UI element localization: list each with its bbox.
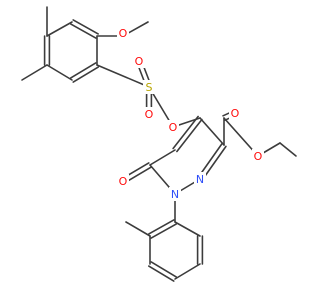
atom-o-methoxy: O: [117, 26, 129, 40]
bond-double-5-b: [69, 62, 97, 79]
bond-single-30: [174, 263, 201, 280]
svg-text:N: N: [171, 188, 179, 201]
svg-text:O: O: [135, 55, 144, 68]
atom-n-ring-2: N: [194, 172, 206, 186]
bond-single-16: [149, 149, 176, 166]
bond-single-20: [199, 117, 225, 146]
bond-single-33: [125, 221, 151, 237]
bond-double-15-b: [176, 118, 203, 153]
bond-double-27-a: [148, 219, 175, 235]
bond-single-2: [46, 21, 73, 37]
bond-double-15-a: [172, 115, 199, 150]
atom-labels: O S O O O O O N: [117, 26, 264, 201]
bond-double-29-a: [147, 265, 175, 282]
bond-double-1-a: [72, 19, 99, 35]
bond-double-29-b: [150, 261, 178, 278]
atom-s-sulfonyl: S: [143, 80, 155, 94]
atom-o-ester: O: [252, 149, 264, 163]
svg-text:O: O: [119, 175, 128, 188]
bond-double-5-a: [72, 66, 100, 83]
bond-double-1-b: [70, 23, 97, 39]
svg-text:O: O: [169, 121, 178, 134]
atom-o-keto: O: [117, 174, 129, 188]
bond-single-7: [21, 64, 48, 81]
svg-text:N: N: [196, 173, 204, 186]
svg-text:S: S: [146, 81, 153, 94]
svg-text:O: O: [145, 108, 154, 121]
atom-n-ring-1: N: [169, 187, 181, 201]
chemical-structure-diagram: O S O O O O O N: [21, 6, 297, 282]
atom-o-ester-carbonyl: O: [229, 106, 241, 120]
bond-single-4: [46, 64, 73, 81]
bond-single-25: [279, 142, 297, 157]
atom-o-sulfonyl-bottom: O: [143, 107, 155, 121]
bond-single-10: [96, 64, 150, 88]
bond-double-27-b: [150, 223, 177, 239]
svg-text:O: O: [231, 107, 240, 120]
bond-single-32: [174, 221, 201, 237]
svg-text:O: O: [254, 150, 263, 163]
bond-lines: [21, 6, 297, 282]
svg-text:O: O: [119, 27, 128, 40]
bond-double-19-b: [197, 142, 223, 179]
atom-o-sulfonate-link: O: [167, 120, 179, 134]
atom-o-sulfonyl-top: O: [133, 54, 145, 68]
